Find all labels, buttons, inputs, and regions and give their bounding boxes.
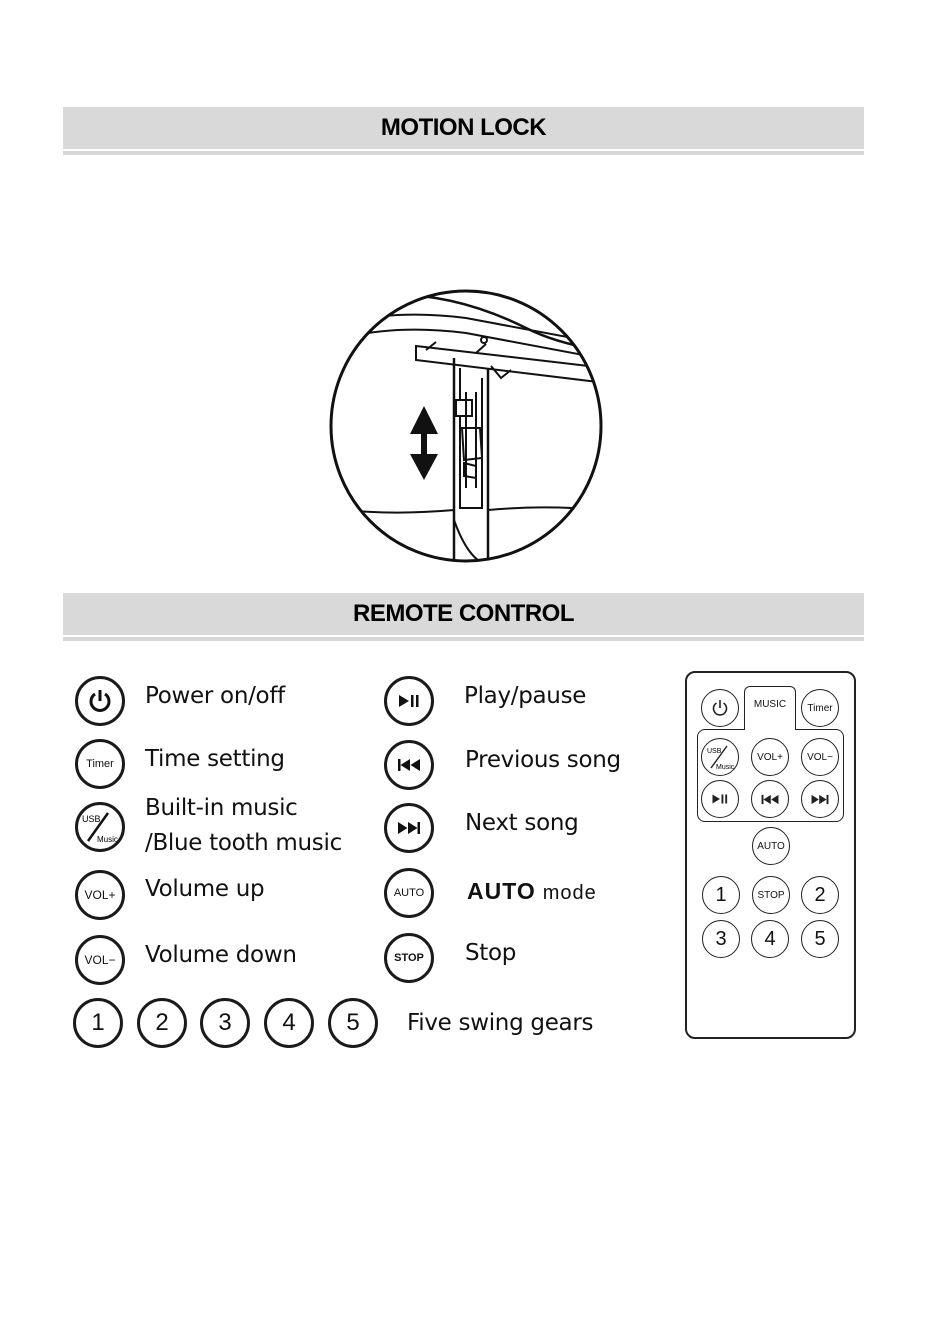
previous-icon — [396, 758, 422, 772]
remote-power-icon — [710, 698, 730, 718]
legend-gear-3-key: 3 — [200, 998, 250, 1048]
legend-usb-key: USB Music — [75, 802, 125, 852]
legend-vol-up-label: Volume up — [145, 876, 264, 902]
gear-1-num: 1 — [91, 1009, 104, 1037]
legend-gears-label: Five swing gears — [407, 1010, 593, 1036]
legend-play-pause-label: Play/pause — [464, 683, 586, 709]
remote-power-button — [701, 689, 739, 727]
legend-previous-key — [384, 740, 434, 790]
legend-stop-key: STOP — [384, 933, 434, 983]
legend-stop-label: Stop — [465, 940, 516, 966]
legend-play-pause-key — [384, 676, 434, 726]
remote-auto-button: AUTO — [752, 827, 790, 865]
legend-gear-1-key: 1 — [73, 998, 123, 1048]
gear-2-num: 2 — [155, 1009, 168, 1037]
legend-power-label: Power on/off — [145, 683, 285, 709]
vol-down-key-text: VOL− — [84, 953, 115, 967]
legend-next-label: Next song — [465, 810, 578, 836]
gear-5-num: 5 — [346, 1009, 359, 1037]
remote-num-3-button: 3 — [702, 920, 740, 958]
motion-lock-header: MOTION LOCK — [63, 107, 864, 149]
legend-gear-5-key: 5 — [328, 998, 378, 1048]
legend-timer-label: Time setting — [145, 746, 285, 772]
gear-4-num: 4 — [282, 1009, 295, 1037]
remote-num-5-button: 5 — [801, 920, 839, 958]
usb-key-top: USB — [82, 814, 101, 824]
motion-lock-rule — [63, 151, 864, 155]
legend-vol-up-key: VOL+ — [75, 870, 125, 920]
remote-usb-button: USB Music — [701, 738, 739, 776]
motion-lock-illustration — [326, 288, 606, 566]
stop-key-text: STOP — [394, 952, 424, 964]
legend-previous-label: Previous song — [465, 747, 621, 773]
legend-usb-label-line1: Built-in music — [145, 795, 298, 821]
legend-timer-key: Timer — [75, 739, 125, 789]
legend-vol-down-label: Volume down — [145, 942, 297, 968]
legend-next-key — [384, 803, 434, 853]
legend-power-key — [75, 676, 125, 726]
remote-timer-button: Timer — [801, 689, 839, 727]
remote-usb-top: USB — [707, 748, 722, 755]
timer-key-text: Timer — [86, 758, 114, 770]
remote-control-rule — [63, 637, 864, 641]
remote-num-1-button: 1 — [702, 876, 740, 914]
legend-auto-label: AUTO mode — [467, 878, 597, 905]
remote-control-title: REMOTE CONTROL — [353, 600, 574, 628]
legend-usb-label-line2: /Blue tooth music — [145, 830, 342, 856]
next-icon — [396, 821, 422, 835]
legend-gear-2-key: 2 — [137, 998, 187, 1048]
auto-key-text: AUTO — [394, 887, 424, 899]
remote-play-pause-button — [701, 780, 739, 818]
usb-key-bottom: Music — [97, 835, 118, 844]
motion-lock-title: MOTION LOCK — [381, 114, 546, 142]
remote-previous-button — [751, 780, 789, 818]
legend-vol-down-key: VOL− — [75, 935, 125, 985]
remote-vol-up-button: VOL+ — [751, 738, 789, 776]
remote-usb-bottom: Music — [716, 764, 735, 771]
remote-next-button — [801, 780, 839, 818]
remote-stop-button: STOP — [752, 876, 790, 914]
remote-previous-icon — [760, 794, 780, 805]
remote-usb-icon: USB Music — [703, 740, 737, 774]
remote-play-pause-icon — [711, 793, 729, 805]
remote-next-icon — [810, 794, 830, 805]
usb-music-icon: USB Music — [78, 805, 122, 849]
remote-control-header: REMOTE CONTROL — [63, 593, 864, 635]
gear-3-num: 3 — [218, 1009, 231, 1037]
power-icon — [86, 687, 114, 715]
auto-label-rest: mode — [543, 882, 597, 904]
legend-auto-key: AUTO — [384, 868, 434, 918]
legend-gear-4-key: 4 — [264, 998, 314, 1048]
play-pause-icon — [397, 693, 421, 709]
vol-up-key-text: VOL+ — [84, 888, 115, 902]
remote-num-4-button: 4 — [751, 920, 789, 958]
remote-music-button: MUSIC — [744, 686, 796, 730]
remote-vol-down-button: VOL− — [801, 738, 839, 776]
remote-num-2-button: 2 — [801, 876, 839, 914]
auto-label-bold: AUTO — [467, 878, 536, 904]
